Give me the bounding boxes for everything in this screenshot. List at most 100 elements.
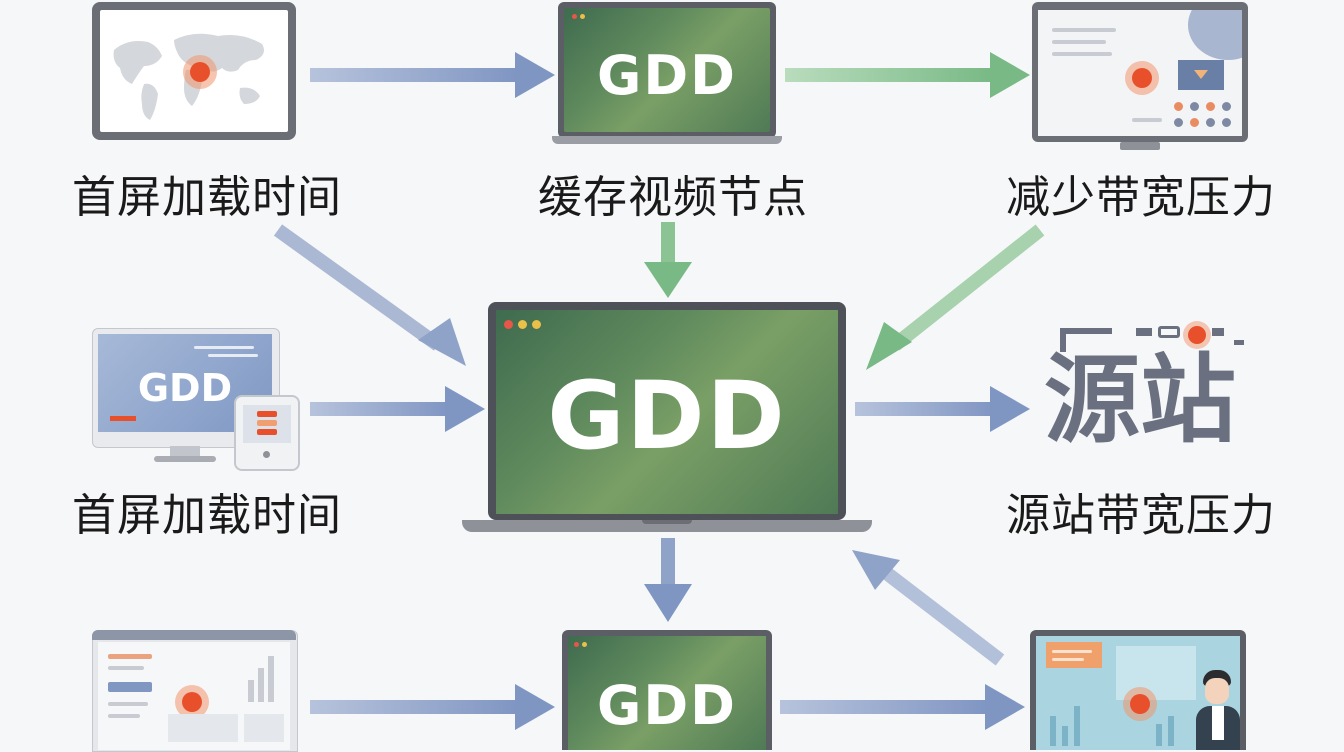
arrow-center-to-source-station (855, 386, 1030, 432)
orange-tag (110, 416, 136, 421)
arrow-top-left-to-top-gdd (310, 52, 555, 98)
center-gdd-laptop: GDD (462, 302, 872, 538)
chart-card (1178, 60, 1224, 90)
content-card (168, 714, 238, 742)
arrow-top-gdd-to-top-right (785, 52, 1030, 98)
text-line (108, 714, 140, 718)
text-line (1052, 658, 1084, 661)
caption-mid-right: 源站带宽压力 (1006, 490, 1276, 541)
text-line (1052, 52, 1112, 56)
monitor-stand (1120, 142, 1160, 150)
bar-chart-icon (244, 656, 284, 702)
chart-bar (1074, 706, 1080, 746)
window-dot-yellow (518, 320, 527, 329)
logo-bar (1212, 328, 1224, 336)
orange-panel (1046, 642, 1102, 668)
chart-bar (258, 668, 264, 702)
status-dot (1174, 118, 1183, 127)
stack-icon (257, 411, 277, 417)
monitor-base (154, 456, 216, 462)
arrow-bottom-left-to-bottom-gdd (310, 684, 555, 730)
status-dot (1222, 118, 1231, 127)
window-titlebar (92, 630, 296, 640)
logo-text: 源站 (1044, 344, 1236, 456)
home-button-icon (263, 451, 270, 458)
window-dot-red (504, 320, 513, 329)
window-dot-red (572, 14, 577, 19)
text-line (108, 702, 148, 706)
person-shirt (1212, 706, 1224, 740)
arrow-top-gdd-to-center (644, 222, 692, 298)
chart-bar (1168, 716, 1174, 746)
chart-bar (1062, 726, 1068, 746)
caption-top-left: 首屏加载时间 (72, 172, 342, 223)
window-dot-yellow (582, 642, 587, 647)
arrow-top-left-to-center (273, 224, 466, 366)
arrow-center-to-bottom-gdd (644, 538, 692, 622)
bottom-right-monitor (1030, 630, 1246, 750)
text-line (1052, 28, 1116, 32)
text-line (108, 666, 144, 670)
top-right-monitor (1032, 2, 1248, 152)
logo-orange-dot (1188, 326, 1206, 344)
status-dot (1206, 102, 1215, 111)
gdd-label: GDD (597, 44, 737, 107)
blue-chip (108, 682, 152, 692)
monitor-screen (100, 10, 288, 132)
logo-bar (1136, 328, 1152, 336)
chart-bar (1156, 724, 1162, 746)
location-marker-icon (1132, 68, 1152, 88)
bottom-left-monitor (92, 630, 298, 752)
logo-bracket (1060, 328, 1112, 352)
monitor-screen: GDD (564, 8, 770, 132)
caption-mid-left: 首屏加载时间 (72, 490, 342, 541)
window-dot-red (574, 642, 579, 647)
arrow-top-right-to-center (866, 224, 1045, 370)
logo-rect (1158, 326, 1180, 338)
monitor-neck (170, 446, 200, 458)
top-left-monitor (92, 2, 296, 140)
text-line (194, 346, 254, 349)
monitor-screen: GDD (568, 636, 766, 750)
chart-bar (1050, 716, 1056, 746)
status-dot (1174, 102, 1183, 111)
location-marker-icon (1130, 694, 1150, 714)
triangle-icon (1194, 70, 1208, 79)
gdd-label: GDD (137, 366, 233, 410)
stack-icon (257, 429, 277, 435)
location-marker-icon (182, 692, 202, 712)
monitor-screen (1036, 636, 1240, 750)
laptop-notch (642, 520, 692, 524)
text-line (1052, 40, 1106, 44)
stack-icon (257, 420, 277, 426)
grid-panel (1116, 646, 1196, 700)
status-dot (1190, 118, 1199, 127)
location-marker-icon (190, 62, 210, 82)
chart-bar (268, 656, 274, 702)
person-face (1205, 678, 1229, 704)
top-gdd-monitor: GDD (552, 2, 782, 148)
text-line (1132, 118, 1162, 122)
text-line (208, 354, 258, 357)
arrow-bottom-gdd-to-bottom-right (780, 684, 1025, 730)
monitor-screen (1038, 10, 1242, 136)
gdd-label: GDD (597, 674, 737, 737)
content-card (244, 714, 284, 742)
logo-bar (1234, 340, 1244, 345)
tablet-device (234, 395, 300, 471)
person-avatar (1194, 670, 1240, 750)
arrow-bottom-right-to-center (852, 550, 1005, 666)
source-station-logo: 源站 (1040, 322, 1260, 472)
laptop-base (462, 520, 872, 532)
status-dot (1206, 118, 1215, 127)
window-dot-yellow (532, 320, 541, 329)
chart-bar (248, 680, 254, 702)
monitor-screen (98, 642, 290, 750)
text-line (108, 654, 152, 659)
bottom-gdd-monitor: GDD (562, 630, 772, 750)
text-line (1052, 650, 1092, 653)
status-dot (1222, 102, 1231, 111)
monitor-stand (552, 136, 782, 144)
window-dot-yellow (580, 14, 585, 19)
